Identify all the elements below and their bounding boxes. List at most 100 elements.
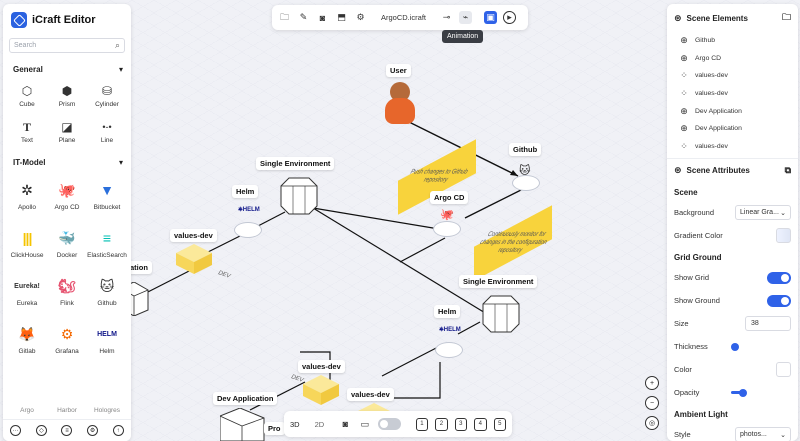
values-cube-1[interactable] (176, 244, 212, 274)
github-icon: 🐱 (99, 277, 115, 294)
brush-icon[interactable]: ✎ (299, 12, 308, 22)
ground-color-swatch[interactable] (776, 362, 791, 378)
background-select[interactable]: Linear Gra...⌄ (735, 205, 791, 221)
video-icon[interactable]: ▭ (360, 418, 369, 429)
model-argocd[interactable]: 🐙Argo CD (47, 171, 87, 219)
label-partial-left[interactable]: ation (126, 261, 152, 274)
zoom-in-icon[interactable]: + (645, 376, 659, 390)
box-icon[interactable]: ◇ (35, 425, 47, 436)
user-figure[interactable] (385, 82, 415, 124)
scene-element-item[interactable]: ⁘values-dev (679, 138, 792, 156)
step-2-icon[interactable]: 2 (435, 417, 448, 431)
more-icon[interactable]: ··· (10, 425, 22, 436)
label-values-dev-1[interactable]: values-dev (170, 229, 217, 242)
folder-add-icon[interactable]: 🗀 (781, 12, 791, 22)
label-single-env-2[interactable]: Single Environment (459, 275, 538, 288)
thickness-slider-handle[interactable] (731, 342, 739, 351)
step-5-icon[interactable]: 5 (493, 417, 506, 431)
model-elasticsearch[interactable]: ≡ElasticSearch (87, 219, 127, 267)
model-github[interactable]: 🐱Github (87, 267, 127, 315)
zoom-out-icon[interactable]: − (645, 396, 659, 410)
model-argo[interactable]: Argo (7, 400, 47, 420)
step-4-icon[interactable]: 4 (474, 417, 487, 431)
shape-plane[interactable]: ◪Plane (47, 114, 87, 150)
save-icon[interactable]: ▣ (484, 11, 498, 24)
helm-node-1[interactable] (234, 222, 262, 238)
file-name[interactable]: ArgoCD.icraft (381, 13, 427, 22)
model-eureka[interactable]: Eureka!Eureka (7, 267, 47, 315)
model-bitbucket[interactable]: ▼Bitbucket (87, 171, 127, 219)
view-toggle[interactable] (377, 418, 401, 430)
scene-element-item[interactable]: ⁘values-dev (679, 67, 792, 85)
opacity-slider[interactable] (731, 388, 791, 397)
mode-2d-button[interactable]: 2D (314, 419, 325, 429)
save-local-icon[interactable]: ⬒ (337, 12, 346, 22)
scene-element-item[interactable]: ⊕Argo CD (679, 50, 792, 68)
gradient-color-swatch[interactable] (776, 228, 791, 244)
opacity-slider-handle[interactable] (738, 388, 747, 397)
model-apollo[interactable]: ✲Apollo (7, 171, 47, 219)
camera-icon[interactable]: ◙ (319, 12, 326, 23)
values-cube-2[interactable] (303, 375, 339, 405)
chevron-down-icon[interactable]: ▾ (118, 65, 123, 74)
octagon-prism-2[interactable] (481, 294, 521, 336)
label-helm-2[interactable]: Helm (434, 305, 461, 318)
search-icon[interactable]: ⌕ (114, 40, 120, 50)
shape-cube[interactable]: ⬡Cube (7, 78, 47, 114)
step-3-icon[interactable]: 3 (454, 417, 468, 431)
scene-element-item[interactable]: ⊕Dev Application (679, 102, 792, 120)
connect-icon[interactable]: ⊸ (442, 12, 451, 22)
copy-icon[interactable]: ⧉ (784, 165, 791, 176)
layers-icon[interactable]: ≡ (61, 425, 73, 436)
section-it-model-header[interactable]: IT-Model ▾ (3, 150, 131, 171)
style-select[interactable]: photos...⌄ (735, 427, 791, 441)
label-values-dev-2[interactable]: values-dev (298, 360, 345, 373)
label-helm-1[interactable]: Helm (232, 185, 259, 198)
folder-icon[interactable]: 🗀 (279, 11, 289, 22)
size-input[interactable]: 38 (745, 316, 791, 332)
model-clickhouse[interactable]: |||ClickHouse (7, 219, 47, 267)
label-single-env-1[interactable]: Single Environment (256, 157, 335, 170)
section-general-header[interactable]: General ▾ (3, 59, 131, 78)
model-harbor[interactable]: Harbor (47, 400, 87, 420)
show-ground-toggle[interactable] (767, 294, 791, 307)
label-github[interactable]: Github (509, 143, 542, 156)
label-partial-app[interactable]: Pro (264, 422, 285, 435)
octagon-prism-1[interactable] (279, 176, 319, 218)
step-1-icon[interactable]: 1 (415, 417, 429, 431)
show-grid-toggle[interactable] (767, 271, 791, 284)
model-grafana[interactable]: ⚙Grafana (47, 315, 87, 363)
shape-line[interactable]: •-•Line (87, 114, 127, 150)
settings-icon[interactable]: ⚙ (87, 425, 99, 436)
helm-node-2[interactable] (435, 342, 463, 358)
scene-element-item[interactable]: ⁘values-dev (679, 85, 792, 103)
label-user[interactable]: User (386, 64, 411, 77)
model-flink[interactable]: 🐿Flink (47, 267, 87, 315)
scene-element-item[interactable]: ⊕Github (679, 32, 792, 50)
model-docker[interactable]: 🐳Docker (47, 219, 87, 267)
animation-icon[interactable]: ⌁ (459, 11, 473, 24)
model-hologres[interactable]: Hologres (87, 400, 127, 420)
shape-prism[interactable]: ⬢Prism (47, 78, 87, 114)
thickness-slider[interactable] (731, 342, 791, 351)
label-values-dev-3[interactable]: values-dev (347, 388, 394, 401)
argocd-node[interactable] (433, 221, 461, 237)
scene-element-item[interactable]: ⊕Dev Application (679, 120, 792, 138)
shape-cylinder[interactable]: ⛁Cylinder (87, 78, 127, 114)
app-cube-dev[interactable] (220, 408, 266, 441)
label-argocd[interactable]: Argo CD (430, 191, 469, 204)
mode-3d-button[interactable]: 3D (290, 419, 300, 429)
play-icon[interactable]: ▸ (503, 11, 517, 24)
target-icon[interactable]: ◎ (645, 416, 659, 430)
upload-icon[interactable]: ↑ (112, 425, 124, 436)
github-node[interactable] (512, 175, 540, 191)
component-search-input[interactable]: Search ⌕ (9, 38, 125, 53)
label-dev-app-1[interactable]: Dev Application (213, 392, 278, 405)
model-gitlab[interactable]: 🦊Gitlab (7, 315, 47, 363)
chevron-down-icon[interactable]: ▾ (118, 158, 123, 167)
camera-icon[interactable]: ◙ (342, 419, 349, 429)
gear-icon[interactable]: ⚙ (356, 12, 365, 22)
